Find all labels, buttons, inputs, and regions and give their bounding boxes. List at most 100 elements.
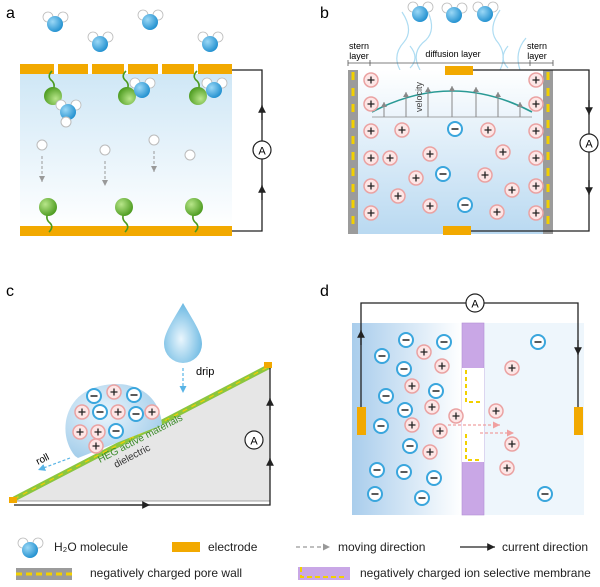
legend-electrode-swatch xyxy=(172,542,200,552)
positive-ion xyxy=(74,404,90,420)
positive-ion xyxy=(504,360,520,376)
negative-ion xyxy=(530,334,546,350)
water-molecule xyxy=(197,31,224,53)
legend-moving-direction-label: moving direction xyxy=(338,540,426,554)
panel-c-circuit xyxy=(14,368,271,506)
positive-ion xyxy=(363,205,379,221)
positive-ion xyxy=(363,150,379,166)
water-molecule xyxy=(407,1,434,23)
positive-ion xyxy=(72,424,88,440)
negative-ion xyxy=(426,470,442,486)
water-molecule xyxy=(441,2,468,24)
negative-ion xyxy=(396,464,412,480)
positive-ion xyxy=(390,188,406,204)
velocity-label: velocity xyxy=(414,81,424,112)
legend-pore-wall-swatch xyxy=(16,568,72,580)
panel-d-right-electrode xyxy=(574,407,583,435)
negative-ion xyxy=(92,404,108,420)
negative-ion xyxy=(369,462,385,478)
proton xyxy=(99,144,111,156)
legend-membrane-swatch xyxy=(298,567,350,580)
negative-ion xyxy=(457,197,473,213)
positive-ion xyxy=(394,122,410,138)
positive-ion xyxy=(432,423,448,439)
negative-ion xyxy=(373,418,389,434)
panel-a-ammeter xyxy=(252,140,272,160)
panel-a-top-electrodes xyxy=(20,64,232,74)
water-molecule xyxy=(42,11,69,33)
positive-ion xyxy=(110,404,126,420)
positive-ion xyxy=(422,198,438,214)
diffusion-layer-label: diffusion layer xyxy=(425,49,480,59)
positive-ion xyxy=(495,144,511,160)
panel-d-ammeter-label: A xyxy=(471,299,479,311)
legend-current-direction-label: current direction xyxy=(502,540,589,554)
water-molecule xyxy=(472,1,499,23)
negative-ion xyxy=(378,388,394,404)
positive-ion xyxy=(489,204,505,220)
positive-ion xyxy=(408,170,424,186)
negative-ion xyxy=(414,490,430,506)
negative-ion xyxy=(435,166,451,182)
positive-ion xyxy=(144,404,160,420)
panel-c-electrode-top xyxy=(264,362,272,368)
stern-layer-left-line1: stern xyxy=(349,41,369,51)
stern-layer-right-line1: stern xyxy=(527,41,547,51)
positive-ion xyxy=(422,146,438,162)
negative-ion xyxy=(428,383,444,399)
negative-ion xyxy=(537,486,553,502)
negative-ion xyxy=(397,402,413,418)
positive-ion xyxy=(528,150,544,166)
positive-ion xyxy=(404,417,420,433)
positive-ion xyxy=(363,178,379,194)
panel-d-left-chamber xyxy=(352,323,462,515)
drip-label: drip xyxy=(196,366,214,378)
panel-a: a A xyxy=(6,5,272,236)
negative-ion xyxy=(374,348,390,364)
positive-ion xyxy=(434,358,450,374)
legend-electrode-label: electrode xyxy=(208,540,258,554)
positive-ion xyxy=(363,123,379,139)
panel-c-letter: c xyxy=(6,283,14,300)
legend-membrane-label: negatively charged ion selective membran… xyxy=(360,566,591,580)
velocity-profile: velocity xyxy=(371,81,533,118)
panel-d-right-chamber xyxy=(484,323,584,515)
positive-ion xyxy=(528,123,544,139)
panel-b-ammeter-label: A xyxy=(585,139,593,151)
proton xyxy=(184,149,196,161)
water-drop xyxy=(164,303,202,363)
proton xyxy=(36,139,48,151)
negative-ion xyxy=(128,406,144,422)
panel-d-letter: d xyxy=(320,283,329,300)
positive-ion xyxy=(88,438,104,454)
negative-ion xyxy=(447,121,463,137)
ion-selective-membrane xyxy=(461,322,485,516)
panel-b-top-electrode xyxy=(445,66,473,75)
roll-label: roll xyxy=(34,452,51,468)
positive-ion xyxy=(504,436,520,452)
panel-d-left-electrode xyxy=(357,407,366,435)
negative-ion xyxy=(436,334,452,350)
stern-layer-left-line2: layer xyxy=(349,51,369,61)
positive-ion xyxy=(382,150,398,166)
positive-ion xyxy=(528,205,544,221)
positive-ion xyxy=(90,424,106,440)
panel-c-electrode-bottom xyxy=(9,497,17,503)
negative-ion xyxy=(398,332,414,348)
positive-ion xyxy=(424,399,440,415)
negative-ion xyxy=(402,438,418,454)
panel-c-ammeter xyxy=(244,430,264,450)
positive-ion xyxy=(106,384,122,400)
positive-ion xyxy=(448,408,464,424)
proton xyxy=(148,134,160,146)
positive-ion xyxy=(528,72,544,88)
panel-a-ammeter-label: A xyxy=(258,146,266,158)
legend xyxy=(16,537,495,580)
panel-d: d A xyxy=(320,283,584,516)
vapor-wisps xyxy=(396,9,527,71)
panel-c: c A drip xyxy=(6,283,274,509)
panel-c-ammeter-label: A xyxy=(250,436,258,448)
stern-layer-right-line2: layer xyxy=(527,51,547,61)
panel-b: b stern layer stern layer diffusion laye… xyxy=(320,1,599,235)
